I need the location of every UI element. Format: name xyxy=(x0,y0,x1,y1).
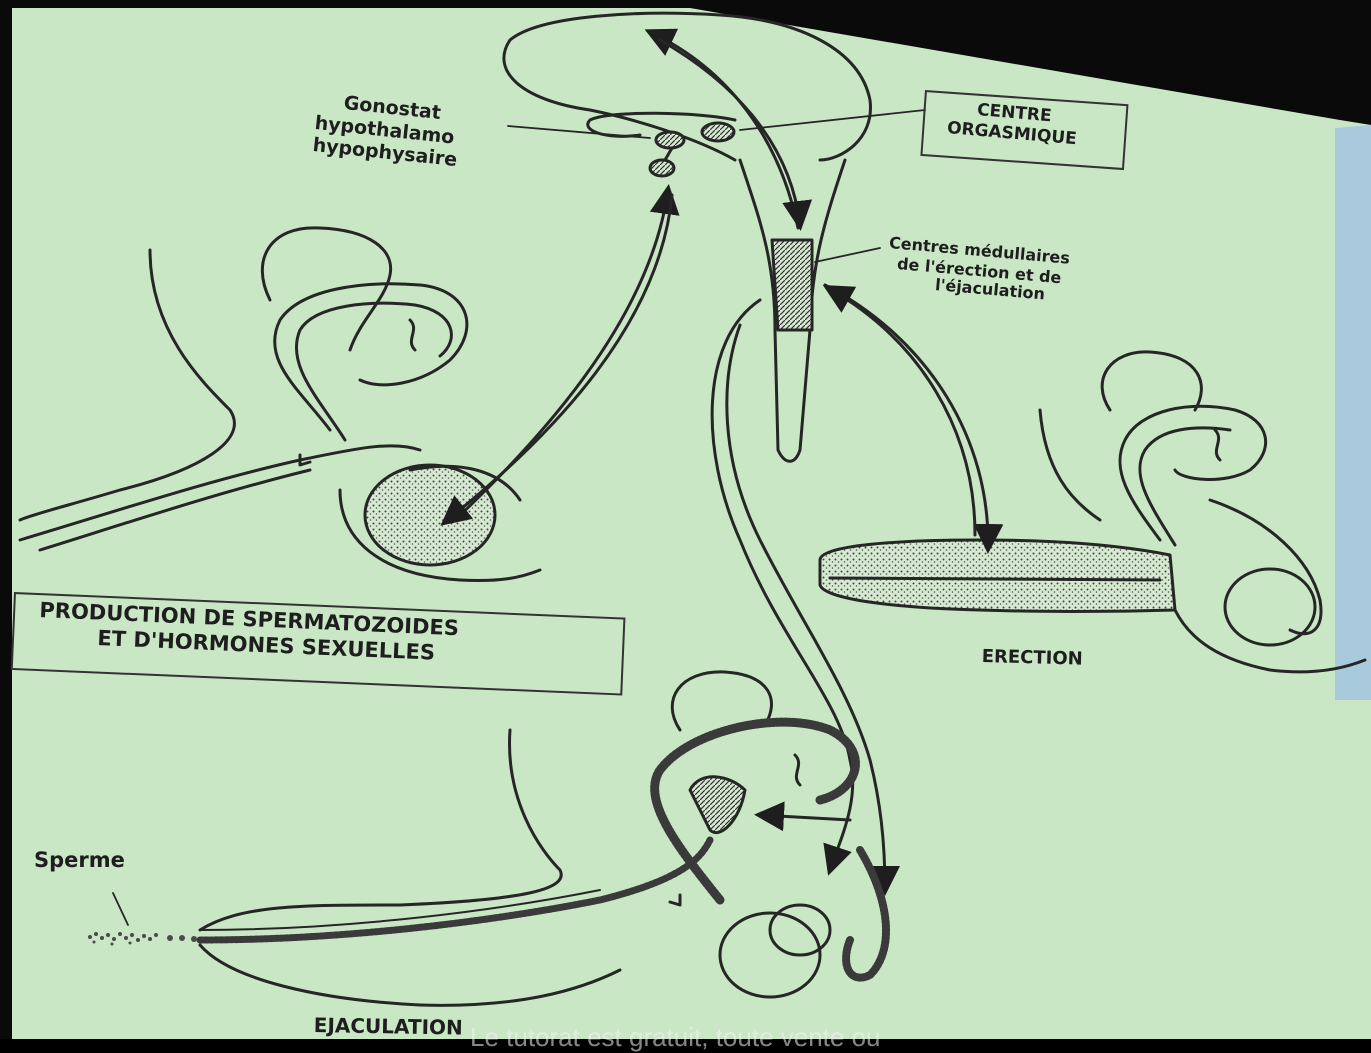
right-edge-strip xyxy=(1335,125,1371,700)
sperme-label: Sperme xyxy=(34,848,125,872)
penis-erect xyxy=(820,540,1175,612)
erection-label: ERECTION xyxy=(981,646,1083,670)
testis-topleft xyxy=(365,465,495,565)
ejaculation-label: EJACULATION xyxy=(314,1013,463,1040)
pituitary-gland xyxy=(650,160,674,176)
hypothalamus-nucleus xyxy=(656,132,684,148)
orgasmic-centre-nucleus xyxy=(702,123,734,141)
medullary-centre xyxy=(772,240,812,330)
slide-background xyxy=(12,8,1371,1039)
urethra-erect xyxy=(830,578,1160,580)
watermark-caption: Le tutorat est gratuit, toute vente ou xyxy=(470,1022,881,1053)
